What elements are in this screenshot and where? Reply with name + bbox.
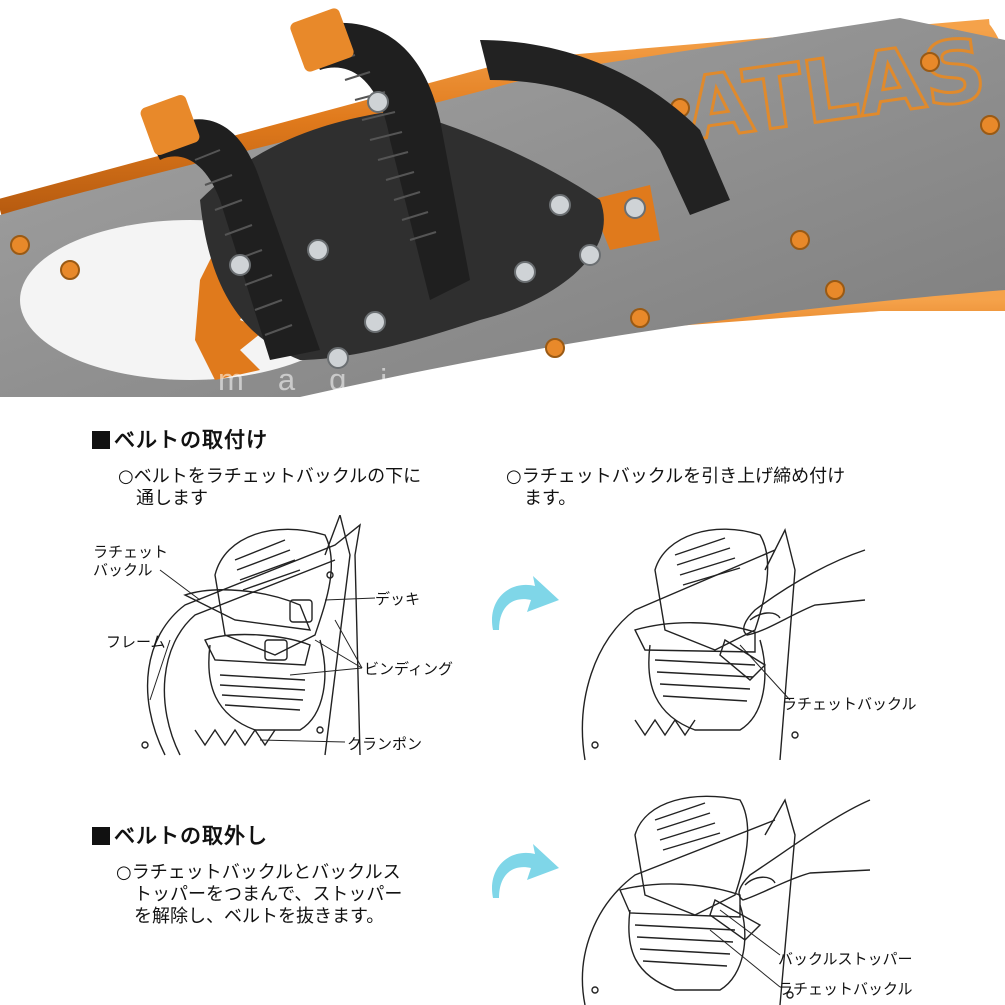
section-title-remove: ベルトの取外し <box>92 820 268 850</box>
product-photo: ATLAS <box>0 0 1005 397</box>
section-title-attach-text: ベルトの取付け <box>114 428 268 452</box>
curved-arrow-icon <box>492 844 559 898</box>
section-title-attach: ベルトの取付け <box>92 424 268 454</box>
attach-step-1: ○ベルトをラチェットバックルの下に 通します <box>118 466 422 509</box>
label-ratchet-buckle: ラチェット バックル <box>93 543 169 579</box>
leader-lines-3 <box>709 909 781 988</box>
attach-diagram-1 <box>141 515 361 756</box>
label-buckle-stopper: バックルストッパー <box>778 950 913 968</box>
watermark: magichour <box>218 362 669 397</box>
curved-arrow-icon <box>492 576 559 630</box>
ratchet-buckle-photo <box>140 8 354 156</box>
label-ratchet-buckle-2: ラチェットバックル <box>782 695 917 713</box>
label-ratchet-buckle-3: ラチェットバックル <box>778 980 913 998</box>
leader-lines-1 <box>149 569 376 743</box>
leader-line-2 <box>739 644 791 701</box>
attach-diagram-2 <box>581 527 866 761</box>
label-deck: デッキ <box>375 590 421 608</box>
label-crampon: クランポン <box>347 735 423 753</box>
square-bullet-icon <box>92 431 110 449</box>
label-binding: ビンディング <box>364 660 453 678</box>
snowshoe-illustration: ATLAS <box>0 8 1005 397</box>
square-bullet-icon <box>92 827 110 845</box>
label-frame: フレーム <box>106 633 166 651</box>
remove-diagram <box>581 795 871 1005</box>
section-title-remove-text: ベルトの取外し <box>114 824 268 848</box>
remove-step: ○ラチェットバックルとバックルス トッパーをつまんで、ストッパー を解除し、ベル… <box>116 862 403 927</box>
attach-step-2: ○ラチェットバックルを引き上げ締め付け ます。 <box>506 466 846 509</box>
